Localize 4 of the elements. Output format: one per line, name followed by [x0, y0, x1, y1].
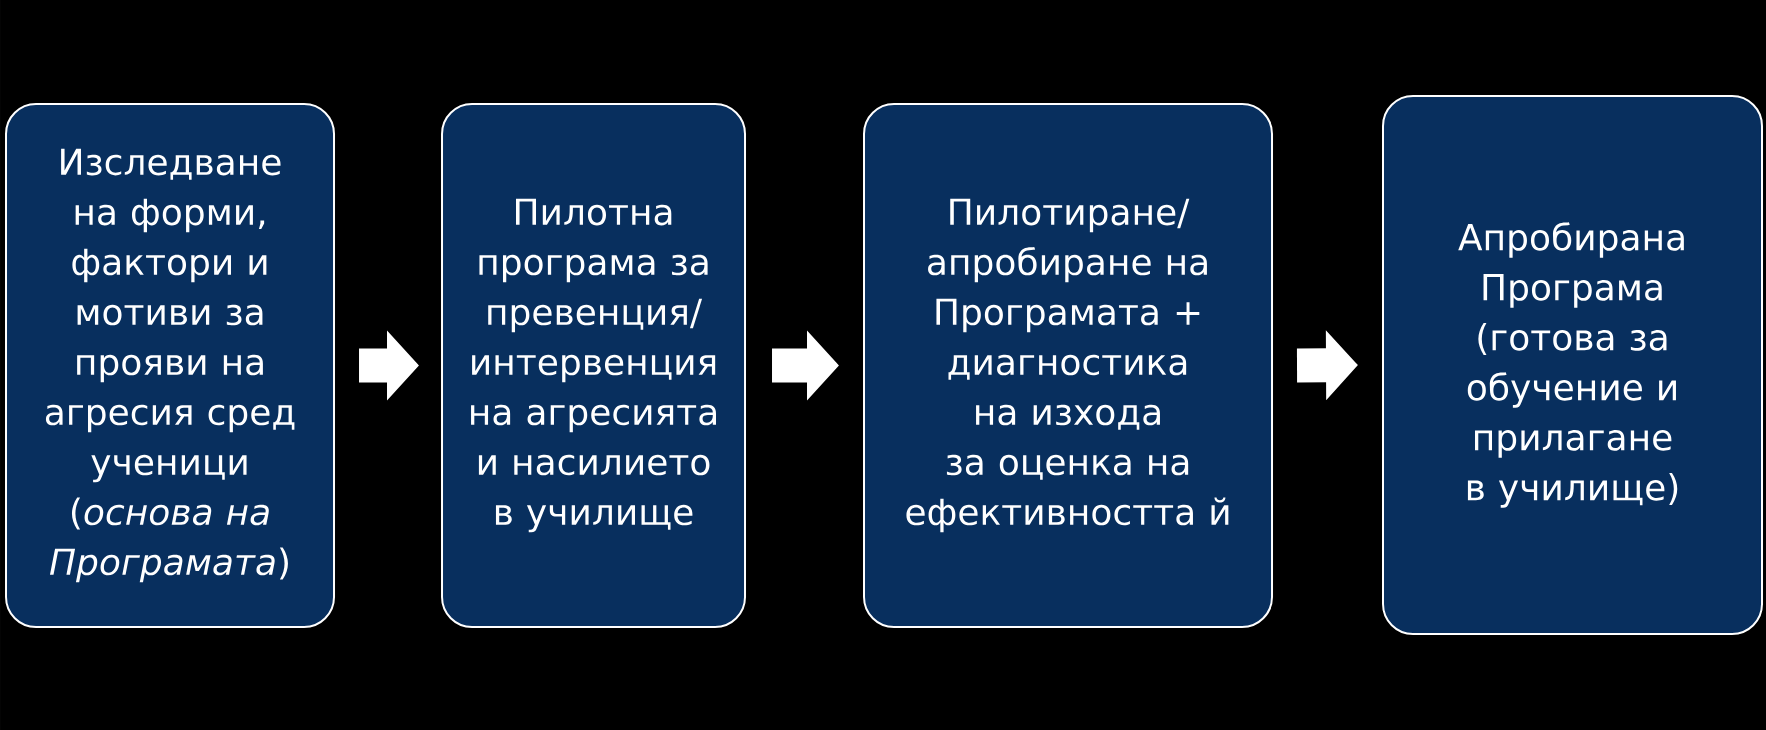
process-box: Пилотна програма за превенция/ интервенция на агресията и насилието в училище: [441, 103, 746, 628]
process-box: Пилотиране/ апробиране на Програмата + диагностика на изхода за оценка на ефективността й: [863, 103, 1273, 628]
process-box: Апробирана Програма (готова за обучение и прилагане в училище): [1382, 95, 1763, 635]
process-box: Изследване на форми, фактори и мотиви за прояви на агресия сред ученици (основа на Програмата): [5, 103, 335, 628]
